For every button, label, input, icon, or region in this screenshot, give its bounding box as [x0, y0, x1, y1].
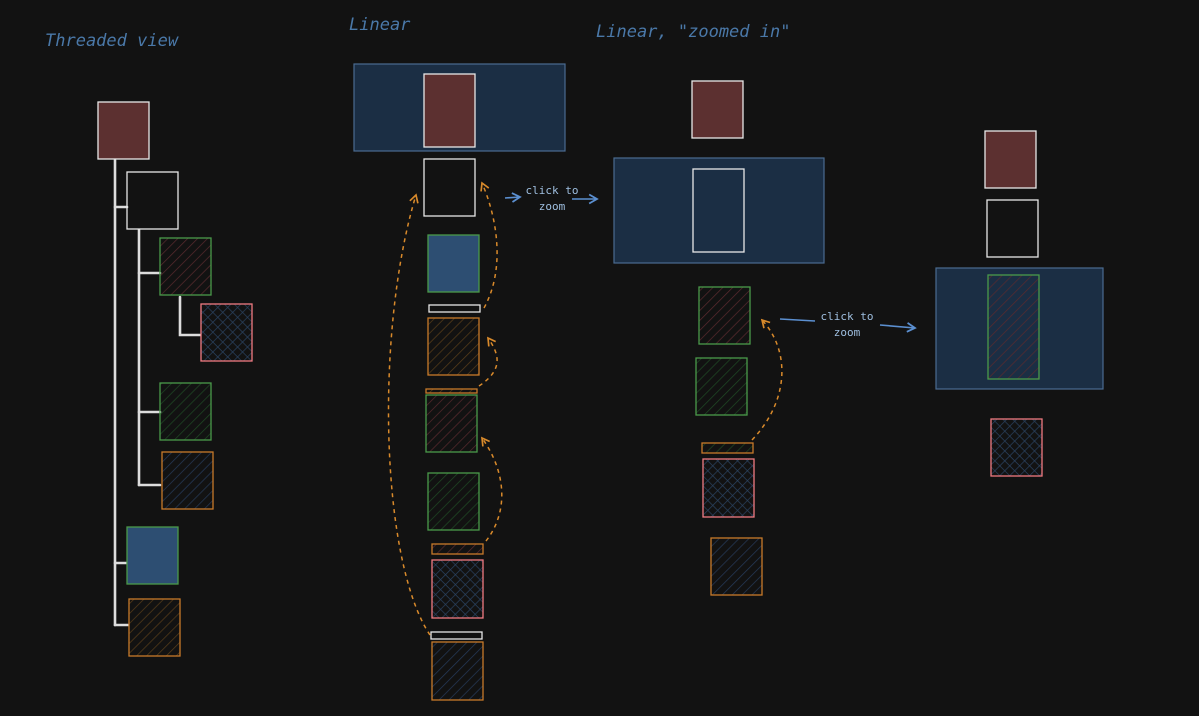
linear-message-box	[425, 394, 478, 453]
linear-collapsed-bar	[425, 388, 478, 394]
linear-message-box	[431, 559, 484, 619]
linear-collapsed-bar	[430, 631, 483, 640]
thread-reply-box	[159, 237, 212, 296]
zoomed-message-box	[710, 537, 763, 596]
click-to-zoom-arrow-left	[504, 192, 522, 203]
zoomed-message-box	[698, 286, 751, 345]
thread-reply-box	[126, 526, 179, 585]
click-to-zoom-arrow-right	[879, 322, 917, 333]
linear-message-box	[427, 472, 480, 531]
click-to-zoom-note-1: click to zoom	[520, 183, 584, 215]
zoomed-message-box	[695, 357, 748, 416]
zoom2-focused-box	[987, 274, 1040, 380]
dashed-jump-arrow	[481, 436, 503, 542]
click-to-zoom-note-2: click to zoom	[815, 309, 879, 341]
zoomed-root-box	[691, 80, 744, 139]
dashed-jump-arrow	[480, 181, 498, 309]
linear-title: Linear	[349, 15, 411, 35]
thread-connector	[178, 295, 202, 337]
zoomed-focused-box	[692, 168, 745, 253]
zoom2-root-box	[984, 130, 1037, 189]
zoomed-message-box	[702, 458, 755, 518]
dashed-jump-arrow	[751, 318, 783, 441]
click-to-zoom-note-1-line2: zoom	[538, 200, 566, 213]
linear-message-box	[427, 317, 480, 376]
zoomed-focus-panel	[613, 157, 825, 264]
linear-message-box	[431, 641, 484, 701]
linear-message-box	[423, 158, 476, 217]
linear-collapsed-bar	[431, 543, 484, 555]
click-to-zoom-arrow-left	[779, 318, 816, 322]
thread-reply-box	[161, 451, 214, 510]
zoom2-message-box	[986, 199, 1039, 258]
linear-root-box	[423, 73, 476, 148]
click-to-zoom-note-2-line1: click to	[820, 310, 874, 323]
dashed-jump-arrow	[478, 336, 498, 387]
click-to-zoom-note-1-line1: click to	[525, 184, 579, 197]
linear-zoomed-title: Linear, "zoomed in"	[596, 22, 791, 42]
thread-root-box	[97, 101, 150, 160]
click-to-zoom-note-2-line2: zoom	[833, 326, 861, 339]
thread-reply-box	[200, 303, 253, 362]
linear-message-box	[427, 234, 480, 293]
linear-collapsed-bar	[428, 304, 481, 313]
zoomed-collapsed-bar	[701, 442, 754, 454]
thread-reply-box	[126, 171, 179, 230]
zoom2-message-box	[990, 418, 1043, 477]
threaded-view-title: Threaded view	[45, 31, 179, 51]
dashed-jump-arrow	[387, 193, 431, 636]
thread-reply-box	[159, 382, 212, 441]
thread-reply-box	[128, 598, 181, 657]
